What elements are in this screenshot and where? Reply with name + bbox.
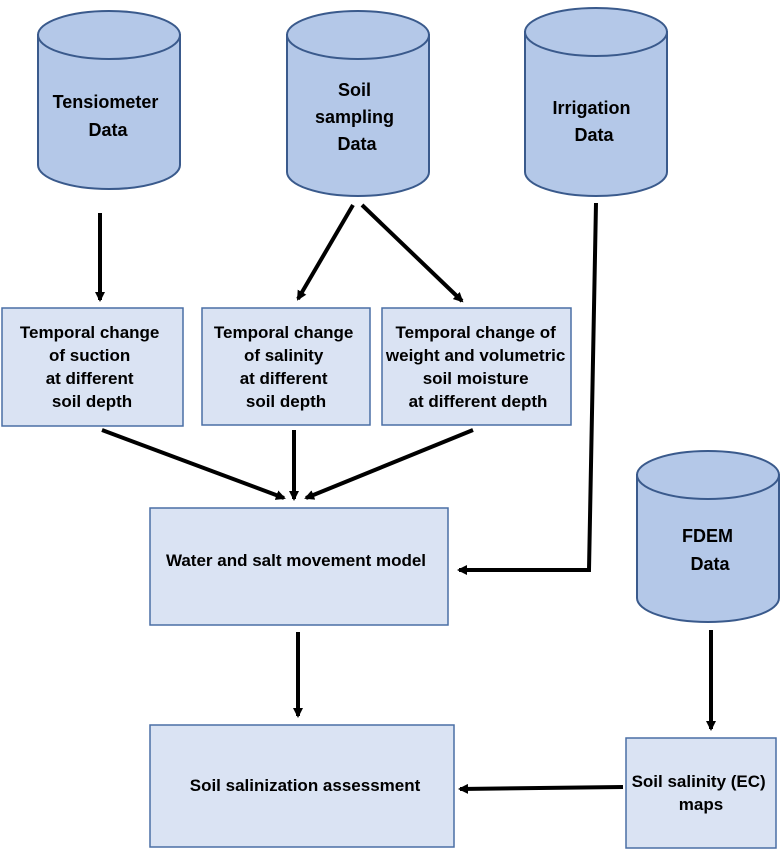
soil-sampling-data-cylinder: Soil sampling Data [286, 10, 430, 197]
moisture-change-box: Temporal change of weight and volumetric… [381, 307, 572, 426]
svg-text:Soil salinity (EC) maps: Soil salinity (EC) maps [632, 772, 771, 814]
arrow-sampling-to-moisture [360, 203, 464, 303]
irrigation-data-cylinder: Irrigation Data [524, 7, 668, 197]
suction-label-line: at different [46, 369, 134, 388]
ec-maps-box: Soil salinity (EC) maps [625, 737, 777, 849]
arrow-suction-to-model [101, 428, 286, 500]
arrow-sampling-to-salinity [296, 203, 355, 301]
salinity-label-line: at different [240, 369, 328, 388]
svg-text:Temporal change of salin: Temporal change of salinity at different… [214, 323, 358, 411]
water-salt-model-box: Water and salt movement model [149, 507, 449, 626]
suction-label-line: of suction [49, 346, 130, 365]
soil-sampling-label-line: Data [337, 134, 377, 154]
soil-sampling-label-line: Soil [338, 80, 371, 100]
suction-label-line: Temporal change [20, 323, 160, 342]
moisture-label-line: weight and volumetric [385, 346, 565, 365]
suction-change-box: Temporal change of suction at different … [1, 307, 184, 427]
svg-text:Water and salt movement model: Water and salt movement model [166, 551, 426, 570]
arrow-moisture-to-model [304, 428, 474, 500]
irrigation-label-line: Data [574, 125, 614, 145]
svg-text:Tensiometer Data: Tensiometer Data [53, 92, 164, 140]
model-label: Water and salt movement model [166, 551, 426, 570]
fdem-label-line: FDEM [682, 526, 733, 546]
salinization-assessment-box: Soil salinization assessment [149, 724, 455, 848]
assessment-label: Soil salinization assessment [190, 776, 421, 795]
arrows [95, 202, 716, 794]
tensiometer-label-line: Tensiometer [53, 92, 159, 112]
svg-text:Soil sampling Data: Soil sampling Data [315, 80, 399, 154]
moisture-label-line: at different depth [409, 392, 548, 411]
moisture-label-line: Temporal change of [396, 323, 557, 342]
moisture-label-line: soil moisture [423, 369, 529, 388]
tensiometer-label-line: Data [88, 120, 128, 140]
ec-maps-label-line: Soil salinity (EC) [632, 772, 766, 791]
svg-text:Soil salinization assessment: Soil salinization assessment [190, 776, 421, 795]
svg-text:Irrigation Data: Irrigation Data [552, 98, 635, 145]
suction-label-line: soil depth [52, 392, 132, 411]
arrow-irrigation-to-model [457, 202, 598, 575]
irrigation-label-line: Irrigation [552, 98, 630, 118]
arrow-ec-maps-to-assessment [458, 783, 624, 794]
ec-maps-label-line: maps [679, 795, 723, 814]
tensiometer-data-cylinder: Tensiometer Data [37, 10, 181, 190]
salinity-label-line: Temporal change [214, 323, 354, 342]
salinity-label-line: of salinity [244, 346, 324, 365]
fdem-label-line: Data [690, 554, 730, 574]
svg-text:Temporal change of sucti: Temporal change of suction at different … [20, 323, 164, 411]
salinity-label-line: soil depth [246, 392, 326, 411]
svg-text:Temporal change of weigh: Temporal change of weight and volumetric… [385, 323, 570, 411]
soil-sampling-label-line: sampling [315, 107, 394, 127]
fdem-data-cylinder: FDEM Data [636, 450, 780, 623]
salinity-change-box: Temporal change of salinity at different… [201, 307, 371, 426]
svg-text:FDEM Data: FDEM Data [682, 526, 738, 574]
